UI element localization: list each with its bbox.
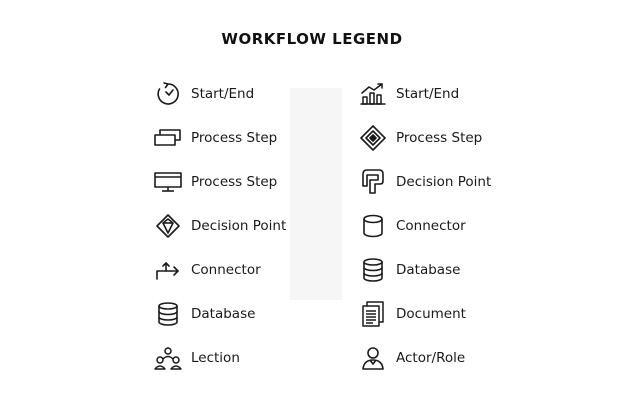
curved-pipe-icon xyxy=(358,167,388,197)
legend-item: Process Step xyxy=(358,122,578,154)
legend-label: Decision Point xyxy=(396,174,492,190)
legend-item: Database xyxy=(153,298,373,330)
turn-arrow-icon xyxy=(153,255,183,285)
background-panel xyxy=(290,88,342,300)
legend-item: Start/End xyxy=(358,78,578,110)
database-icon xyxy=(358,255,388,285)
bar-chart-icon xyxy=(358,79,388,109)
legend-item: Process Step xyxy=(153,122,373,154)
legend-label: Connector xyxy=(191,262,261,278)
legend-item: Actor/Role xyxy=(358,342,578,374)
legend-item: Connector xyxy=(153,254,373,286)
legend-label: Database xyxy=(396,262,461,278)
legend-item: Database xyxy=(358,254,578,286)
legend-label: Start/End xyxy=(396,86,460,102)
legend-item: Document xyxy=(358,298,578,330)
legend-label: Database xyxy=(191,306,256,322)
legend-label: Process Step xyxy=(191,174,278,190)
legend-item: Start/End xyxy=(153,78,373,110)
stacked-rectangles-icon xyxy=(153,123,183,153)
legend-title: WORKFLOW LEGEND xyxy=(221,30,403,48)
legend-label: Process Step xyxy=(396,130,483,146)
legend-item: Lection xyxy=(153,342,373,374)
cylinder-icon xyxy=(358,211,388,241)
legend-label: Decision Point xyxy=(191,218,287,234)
legend-label: Lection xyxy=(191,350,240,366)
legend-label: Start/End xyxy=(191,86,255,102)
legend-item: Process Step xyxy=(153,166,373,198)
legend-label: Connector xyxy=(396,218,466,234)
user-icon xyxy=(358,343,388,373)
diamond-in-square-icon xyxy=(358,123,388,153)
database-icon xyxy=(153,299,183,329)
document-icon xyxy=(358,299,388,329)
legend-label: Actor/Role xyxy=(396,350,466,366)
people-group-icon xyxy=(153,343,183,373)
legend-item: Decision Point xyxy=(153,210,373,242)
diamond-icon xyxy=(153,211,183,241)
cycle-arrow-icon xyxy=(153,79,183,109)
legend-item: Decision Point xyxy=(358,166,578,198)
legend-label: Document xyxy=(396,306,466,322)
legend-label: Process Step xyxy=(191,130,278,146)
legend-item: Connector xyxy=(358,210,578,242)
monitor-icon xyxy=(153,167,183,197)
